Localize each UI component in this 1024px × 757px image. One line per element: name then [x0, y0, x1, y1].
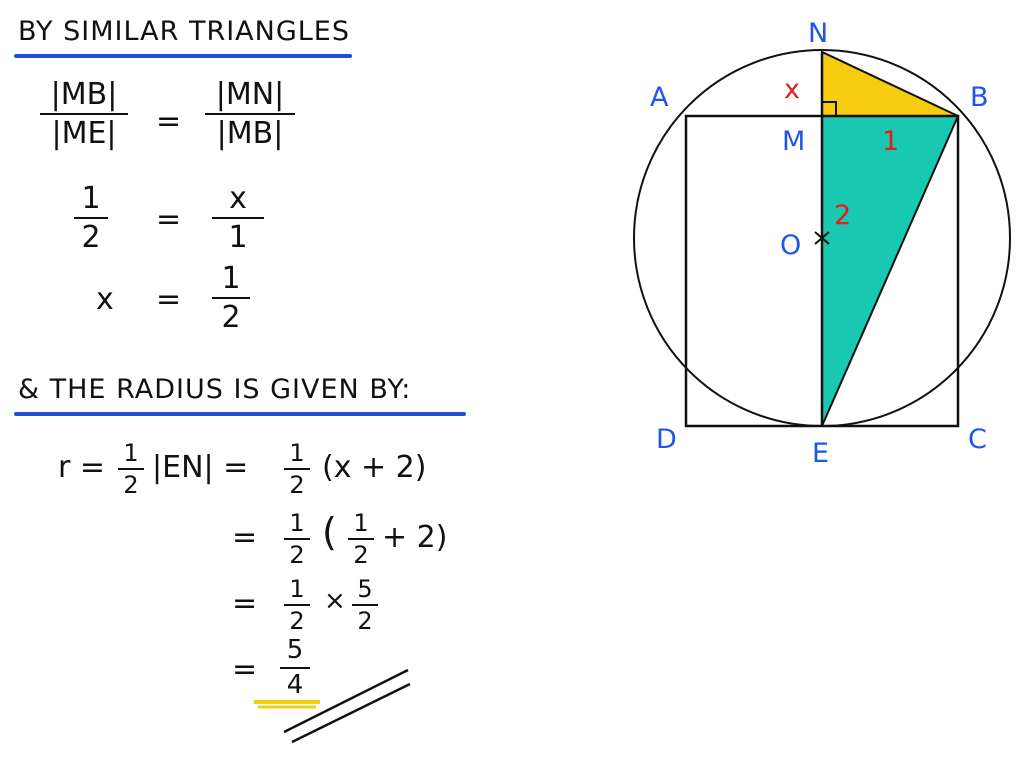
answer-marks: [254, 668, 411, 744]
fraction-bar: [348, 538, 374, 541]
heading-underline: [14, 54, 352, 58]
geometry-diagram: N A B M O D E C x 1 2: [633, 18, 1011, 469]
fraction-half-4: 1 2: [284, 576, 310, 635]
expression-plus-2: + 2): [382, 520, 448, 555]
double-underline: [291, 682, 411, 744]
fraction-mb-over-me: |MB| |ME|: [40, 78, 128, 150]
denominator: 2: [123, 471, 139, 500]
heading-radius: & THE RADIUS IS GIVEN BY:: [18, 374, 412, 405]
label-c: C: [968, 424, 987, 455]
double-underline: [283, 668, 409, 734]
fraction-half-inner: 1 2: [348, 510, 374, 569]
open-paren: (: [322, 510, 337, 554]
fraction-half-3: 1 2: [284, 510, 310, 569]
fraction-half: 1 2: [118, 440, 144, 499]
label-e: E: [812, 438, 829, 469]
measure-two: 2: [834, 200, 851, 231]
equals-sign: =: [232, 652, 258, 687]
right-angle-marker: [822, 101, 837, 116]
label-d: D: [656, 424, 677, 455]
fraction-bar: [74, 217, 108, 219]
denominator: 1: [228, 220, 248, 255]
length-en: |EN| =: [152, 450, 249, 485]
center-mark: [814, 231, 830, 245]
fraction-bar: [284, 468, 310, 471]
numerator: 1: [289, 439, 305, 467]
measure-x: x: [784, 74, 800, 105]
denominator: |ME|: [51, 116, 117, 151]
numerator: 1: [353, 509, 369, 537]
denominator: 2: [289, 471, 305, 500]
yellow-triangle: [821, 50, 959, 117]
denominator: 2: [289, 607, 305, 636]
label-m: M: [782, 126, 805, 157]
fraction-x-over-one: x 1: [212, 182, 264, 254]
numerator: 5: [286, 635, 304, 665]
times-sign: ×: [324, 586, 346, 616]
numerator: 1: [289, 509, 305, 537]
fraction-bar: [212, 217, 264, 219]
numerator: x: [229, 181, 247, 216]
equals-sign: =: [232, 586, 258, 621]
denominator: 2: [289, 541, 305, 570]
fraction-bar: [212, 297, 250, 299]
fraction-five-halves: 5 2: [352, 576, 378, 635]
denominator: |MB|: [216, 116, 284, 151]
fraction-five-quarters: 5 4: [280, 636, 310, 699]
teal-triangle: [821, 115, 960, 427]
label-a: A: [650, 82, 669, 113]
radius-symbol: r =: [58, 450, 106, 485]
numerator: |MB|: [50, 77, 118, 112]
numerator: 1: [289, 575, 305, 603]
label-b: B: [970, 82, 989, 113]
equals-sign: =: [156, 282, 182, 317]
denominator: 2: [353, 541, 369, 570]
fraction-bar: [284, 538, 310, 541]
label-n: N: [808, 18, 828, 49]
heading-similar-triangles: BY SIMILAR TRIANGLES: [18, 16, 351, 47]
equals-sign: =: [156, 104, 182, 139]
fraction-bar: [118, 468, 144, 471]
denominator: 2: [81, 220, 101, 255]
measure-one: 1: [882, 126, 899, 157]
numerator: |MN|: [215, 77, 285, 112]
numerator: 1: [81, 181, 101, 216]
fraction-half-2: 1 2: [284, 440, 310, 499]
equals-sign: =: [156, 202, 182, 237]
fraction-mn-over-mb: |MN| |MB|: [205, 78, 295, 150]
fraction-one-half-result: 1 2: [212, 262, 250, 334]
denominator: 2: [221, 300, 241, 335]
expression-x-plus-2: (x + 2): [322, 450, 427, 485]
numerator: 1: [221, 261, 241, 296]
heading-underline-2: [14, 412, 466, 416]
fraction-bar: [352, 604, 378, 607]
fraction-bar: [284, 604, 310, 607]
fraction-bar: [205, 113, 295, 115]
numerator: 5: [357, 575, 373, 603]
fraction-bar: [40, 113, 128, 115]
variable-x: x: [96, 282, 114, 317]
equals-sign: =: [232, 520, 258, 555]
fraction-bar: [280, 666, 310, 669]
fraction-one-half: 1 2: [74, 182, 108, 254]
denominator: 4: [286, 669, 304, 700]
numerator: 1: [123, 439, 139, 467]
denominator: 2: [357, 607, 373, 636]
label-o: O: [780, 230, 801, 261]
